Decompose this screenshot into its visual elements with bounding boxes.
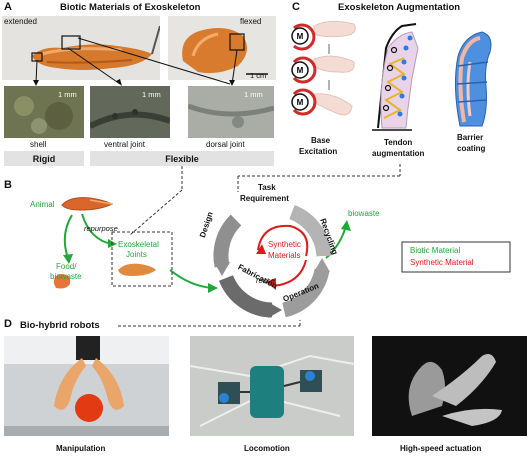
panel-b-letter: B (4, 179, 12, 191)
motor-arm-1 (293, 20, 356, 51)
tendon-label-1: Tendon (384, 138, 413, 147)
tendon-augmentation-diagram (372, 23, 419, 131)
motor-arm-3 (292, 88, 353, 116)
manipulation-photo (4, 336, 169, 436)
high-speed-actuation-photo (372, 336, 527, 436)
motor-label-3: M (297, 98, 304, 107)
synthetic-label-2: Materials (268, 251, 301, 260)
joints-label-2: Joints (126, 250, 147, 259)
dorsal-caption: dorsal joint (206, 140, 245, 149)
reuse-label: reuse (256, 276, 275, 285)
synthetic-label-1: Synthetic (268, 240, 301, 249)
dorsal-scale: 1 mm (244, 90, 263, 99)
motor-label-2: M (297, 66, 304, 75)
flexed-shrimp-photo: flexed 1 cm (168, 16, 276, 80)
task-label-1: Task (258, 183, 276, 192)
biowaste-label: biowaste (348, 209, 380, 218)
ventral-joint-micrograph: 1 mm (90, 86, 170, 138)
panel-d-letter: D (4, 318, 12, 330)
barrier-label-1: Barrier (457, 133, 484, 142)
animal-label: Animal (30, 200, 55, 209)
panel-b-diagram (53, 164, 511, 318)
joints-label-1: Exoskeletal (118, 240, 159, 249)
task-label-2: Requirement (240, 194, 289, 203)
ventral-caption: ventral joint (104, 140, 145, 149)
base-excitation-label-1: Base (311, 136, 331, 145)
motor-arm-2 (292, 55, 355, 84)
base-excitation-diagram: M M M (291, 20, 356, 116)
base-excitation-label-2: Excitation (299, 147, 338, 156)
flexible-tag: Flexible (90, 151, 274, 166)
dorsal-joint-micrograph: 1 mm (188, 86, 274, 138)
panel-a-connectors (33, 37, 238, 86)
locomotion-photo (190, 336, 354, 436)
manipulation-caption: Manipulation (56, 444, 106, 453)
tendon-label-2: augmentation (372, 149, 425, 158)
panel-a-title: Biotic Materials of Exoskeleton (60, 2, 201, 13)
food-label-2: biowaste (50, 272, 82, 281)
barrier-coating-diagram (454, 31, 492, 127)
barrier-label-2: coating (457, 144, 486, 153)
shell-scale: 1 mm (58, 90, 77, 99)
legend-biotic: Biotic Material (410, 246, 461, 255)
food-label-1: Food/ (56, 262, 77, 271)
extended-shrimp-photo: extended (2, 16, 160, 80)
legend-synthetic: Synthetic Material (410, 258, 474, 267)
panel-d-leader (118, 320, 301, 327)
shell-caption: shell (30, 140, 47, 149)
panel-a-letter: A (4, 1, 12, 13)
motor-label-1: M (297, 32, 304, 41)
actuation-caption: High-speed actuation (400, 444, 482, 453)
locomotion-caption: Locomotion (244, 444, 290, 453)
panel-c-letter: C (292, 1, 300, 13)
extended-label: extended (4, 17, 37, 26)
scale-bar-cm: 1 cm (250, 71, 267, 80)
shell-micrograph: 1 mm (4, 86, 84, 138)
ventral-scale: 1 mm (142, 90, 161, 99)
flexed-label: flexed (240, 17, 262, 26)
rigid-tag: Rigid (4, 151, 84, 166)
panel-d-title: Bio-hybrid robots (20, 320, 100, 331)
repurpose-label: repurpose (84, 224, 118, 233)
panel-c-title: Exoskeleton Augmentation (338, 2, 461, 13)
